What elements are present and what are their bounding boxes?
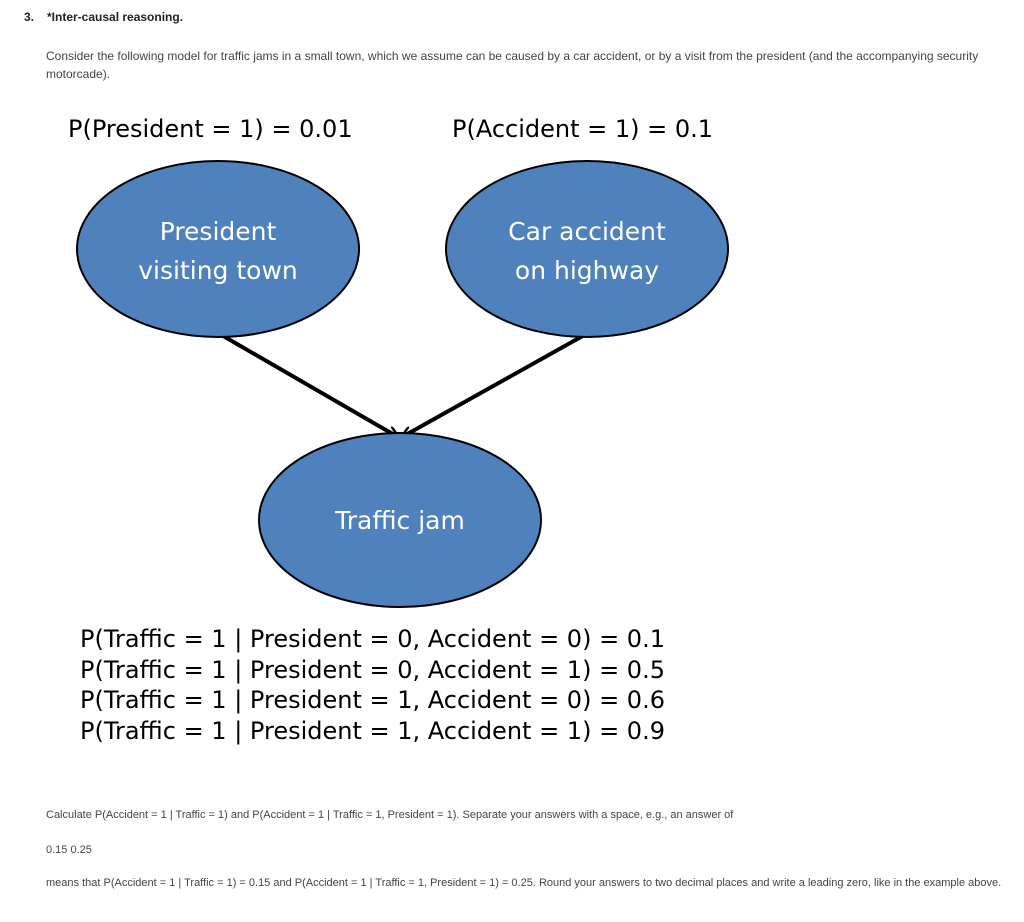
conditional-probability-table: P(Traffic = 1 | President = 0, Accident … [80,624,665,746]
cpt-row: P(Traffic = 1 | President = 1, Accident … [80,686,665,714]
node-traffic-label: Traffic jam [334,506,465,535]
question-title: *Inter-causal reasoning. [47,10,184,24]
question-header: 3. *Inter-causal reasoning. [24,10,183,24]
node-accident: Car accident on highway [445,160,729,338]
cpt-row: P(Traffic = 1 | President = 0, Accident … [80,655,665,684]
node-president-label-line1: President [160,217,277,246]
cpt-row: P(Traffic = 1 | President = 1, Accident … [80,716,665,745]
question-intro: Consider the following model for traffic… [46,49,979,81]
node-president: President visiting town [76,160,360,338]
task-instruction: Calculate P(Accident = 1 | Traffic = 1) … [46,809,734,821]
task-explanation: means that P(Accident = 1 | Traffic = 1)… [46,877,1002,889]
prior-accident: P(Accident = 1) = 0.1 [452,115,714,143]
node-accident-label-line1: Car accident [508,217,666,246]
question-number: 3. [24,10,35,24]
node-traffic: Traffic jam [258,432,542,608]
node-accident-label-line2: on highway [515,256,659,285]
edge-accident-to-traffic [402,331,589,437]
node-president-label-line2: visiting town [138,256,298,285]
edge-president-to-traffic [216,331,398,437]
prior-president: P(President = 1) = 0.01 [68,115,353,143]
cpt-row: P(Traffic = 1 | President = 0, Accident … [80,625,665,653]
example-answer: 0.15 0.25 [46,844,92,856]
